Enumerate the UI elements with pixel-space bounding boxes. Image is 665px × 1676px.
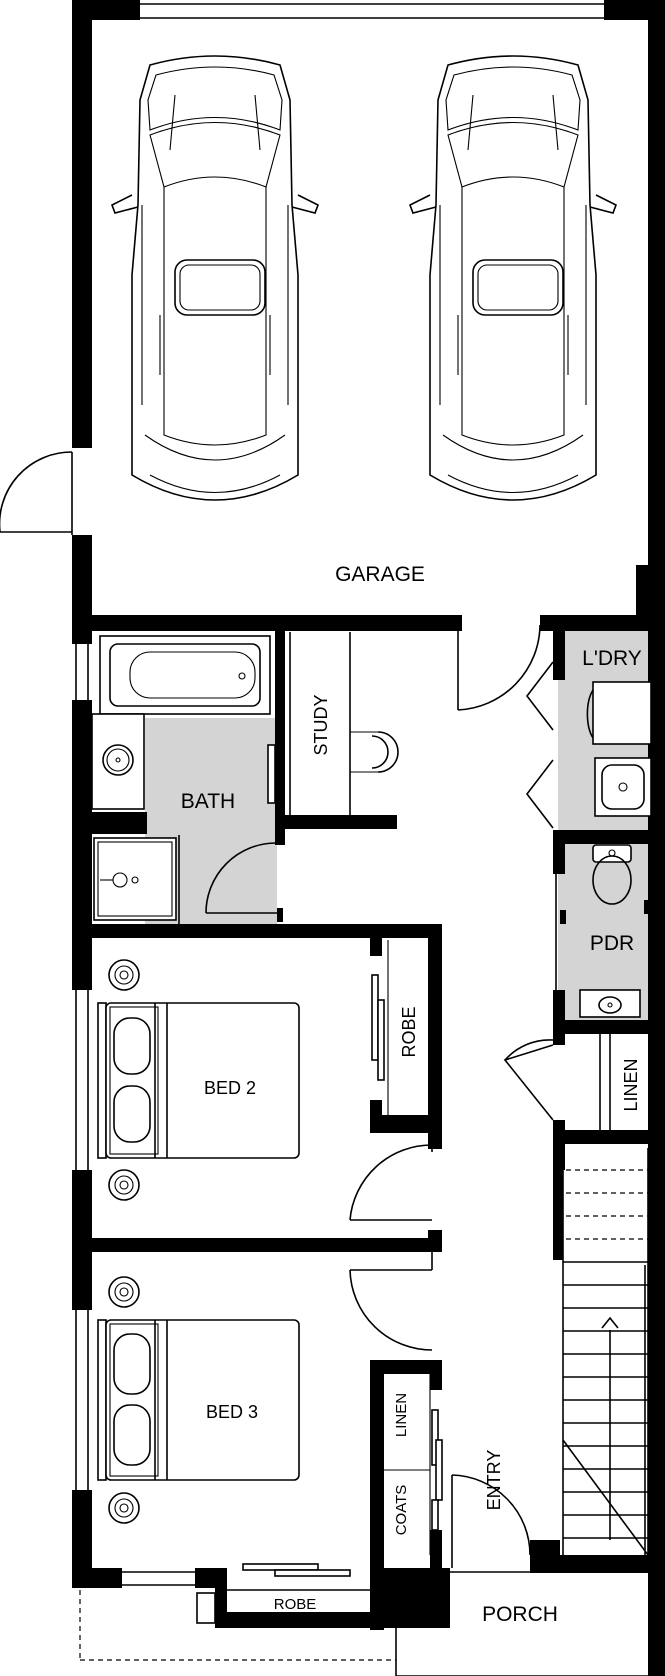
label-study: STUDY: [311, 694, 331, 755]
label-porch: PORCH: [482, 1603, 558, 1626]
door-swing-icon: [0, 451, 73, 535]
door-swing-icon: [451, 1474, 531, 1568]
robe-rail: [227, 1563, 370, 1591]
door-swing-icon: [349, 1252, 433, 1351]
label-entry: ENTRY: [484, 1450, 504, 1511]
washer-icon: [586, 681, 652, 745]
stairs: [562, 1148, 649, 1556]
stair-arrow-icon: [601, 1316, 619, 1540]
shower-icon: [93, 835, 180, 926]
toilet-icon: [592, 844, 632, 905]
basin-icon: [91, 713, 145, 810]
boundary-dashed: [79, 1590, 396, 1661]
label-linen-bed3: LINEN: [393, 1393, 410, 1437]
linen-shelves: [384, 1374, 443, 1555]
label-robe-bed2: ROBE: [399, 1006, 419, 1057]
car-icon: [110, 55, 320, 501]
label-bed2: BED 2: [204, 1078, 256, 1098]
label-powder: PDR: [590, 932, 634, 955]
label-coats: COATS: [393, 1485, 410, 1536]
walls: [72, 0, 665, 1676]
basin-icon: [579, 989, 641, 1018]
door-swing-icon: [525, 661, 554, 829]
car-icon: [408, 55, 618, 501]
door-swing-icon: [349, 1144, 433, 1221]
label-bath: BATH: [181, 790, 235, 813]
door-swing-icon: [503, 1039, 554, 1121]
label-robe-bed3: ROBE: [274, 1596, 317, 1613]
label-laundry: L'DRY: [582, 647, 642, 670]
chair-icon: [350, 731, 399, 773]
bed-icon: [97, 959, 300, 1201]
door-swing-icon: [457, 620, 541, 711]
label-linen-hall: LINEN: [621, 1058, 641, 1111]
basin-icon: [594, 757, 652, 817]
robe-rail: [371, 940, 389, 1115]
label-garage: GARAGE: [335, 563, 425, 586]
door-swing-icon: [205, 744, 283, 922]
label-bed3: BED 3: [206, 1402, 258, 1422]
bed-icon: [97, 1276, 300, 1524]
bathtub-icon: [99, 635, 271, 715]
